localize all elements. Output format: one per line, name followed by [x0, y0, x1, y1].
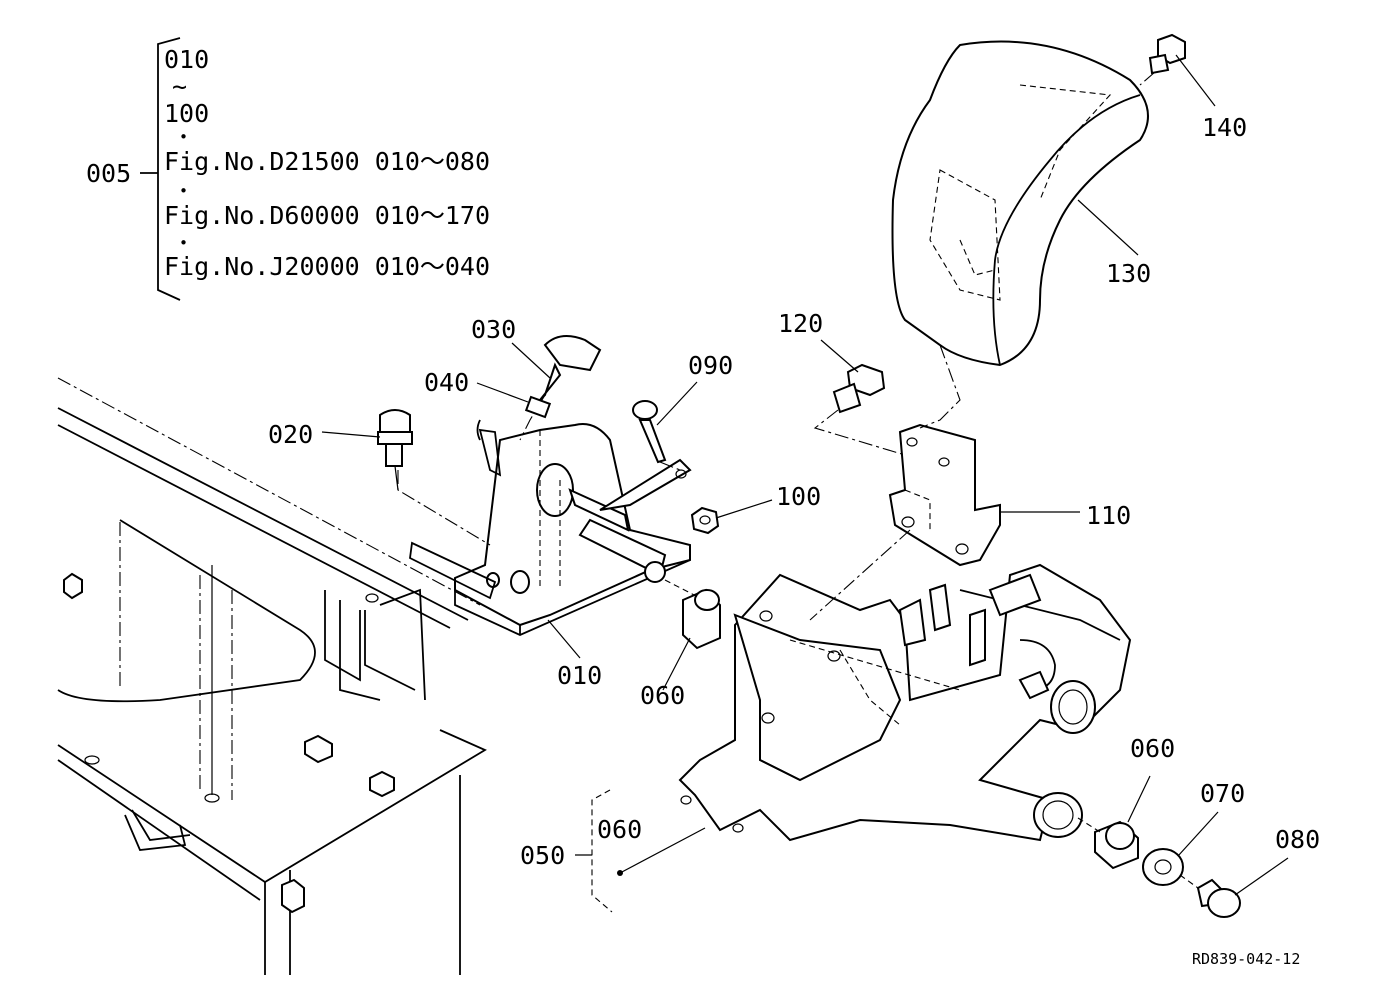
callout-100: 100: [776, 482, 821, 511]
nut-100: [690, 506, 720, 535]
callout-020: 020: [268, 420, 313, 449]
frame-hole: [204, 793, 220, 803]
knob-030: [519, 335, 602, 441]
reference-brace: [157, 37, 181, 301]
callout-050: 050: [520, 841, 565, 870]
console-050: [678, 563, 1132, 842]
bolt-140: [1139, 33, 1186, 86]
bullet-2: •: [179, 182, 188, 200]
frame-panel: [57, 377, 487, 975]
callout-060-set: 060: [597, 815, 642, 844]
lever-bracket-010: [409, 419, 692, 636]
callout-030: 030: [471, 315, 516, 344]
callout-110: 110: [1086, 501, 1131, 530]
range-end: 100: [164, 99, 209, 128]
bracket-110: [809, 423, 1001, 621]
callout-labels: 010 020 030 040 050 060 060 060 070 080 …: [268, 113, 1320, 870]
fig-ref-2: Fig.No.D60000 010～170: [164, 201, 490, 230]
callout-060-left: 060: [640, 681, 685, 710]
callout-120: 120: [778, 309, 823, 338]
bolt-080: [1179, 874, 1241, 918]
callout-130: 130: [1106, 259, 1151, 288]
bolt-090: [632, 400, 681, 471]
collar-060-b: [1077, 817, 1139, 870]
fig-ref-1: Fig.No.D21500 010～080: [164, 147, 490, 176]
reference-block: 005 010 ~ 100 • Fig.No.D21500 010～080 • …: [86, 37, 490, 301]
callout-060-right: 060: [1130, 734, 1175, 763]
range-tilde: ~: [172, 72, 187, 101]
collar-060-a: [664, 579, 721, 650]
fig-ref-3: Fig.No.J20000 010～040: [164, 252, 490, 281]
bullet-3: •: [179, 234, 188, 252]
bolt-120: [813, 363, 906, 456]
spacer-040: [524, 395, 552, 419]
bracket-clip: [281, 878, 305, 914]
bullet-1: •: [179, 128, 188, 146]
leader-lines: [321, 54, 1289, 913]
weld-nut: [304, 734, 333, 764]
washer-070: [1142, 848, 1184, 886]
callout-080: 080: [1275, 825, 1320, 854]
callout-090: 090: [688, 351, 733, 380]
group-label: 005: [86, 159, 131, 188]
callout-070: 070: [1200, 779, 1245, 808]
callout-140: 140: [1202, 113, 1247, 142]
callout-010: 010: [557, 661, 602, 690]
weld-nut: [63, 572, 83, 600]
range-start: 010: [164, 45, 209, 74]
weld-nut: [369, 770, 395, 798]
bolt-020: [377, 409, 491, 546]
callout-040: 040: [424, 368, 469, 397]
drawing-code: RD839-042-12: [1192, 950, 1300, 968]
armrest-130: [891, 40, 1149, 429]
